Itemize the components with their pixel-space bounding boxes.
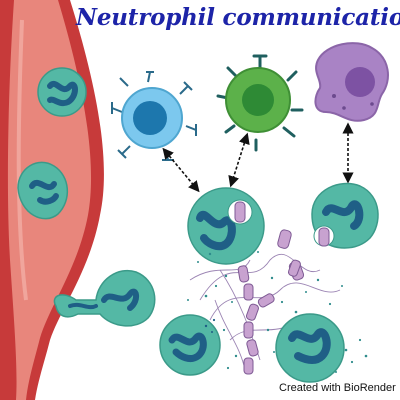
bidirectional-arrow-icon [228, 132, 250, 188]
bidirectional-arrow-icon [162, 147, 200, 193]
transmigrating-neutrophil-icon [53, 269, 156, 327]
credit-watermark: Created with BioRender [279, 382, 396, 394]
macrophage-icon [314, 42, 389, 122]
b-cell-icon [111, 71, 197, 161]
neutrophil-extracellular-trap-icon [187, 251, 368, 375]
neutrophil-icon [275, 313, 345, 383]
neutrophil-icon [37, 67, 87, 117]
neutrophil-icon [159, 314, 221, 376]
neutrophil-icon [187, 187, 265, 265]
t-cell-icon [216, 54, 304, 152]
neutrophil-icon [17, 161, 68, 220]
diagram-title: Neutrophil communication [76, 4, 400, 31]
neutrophil-icon [311, 182, 379, 249]
